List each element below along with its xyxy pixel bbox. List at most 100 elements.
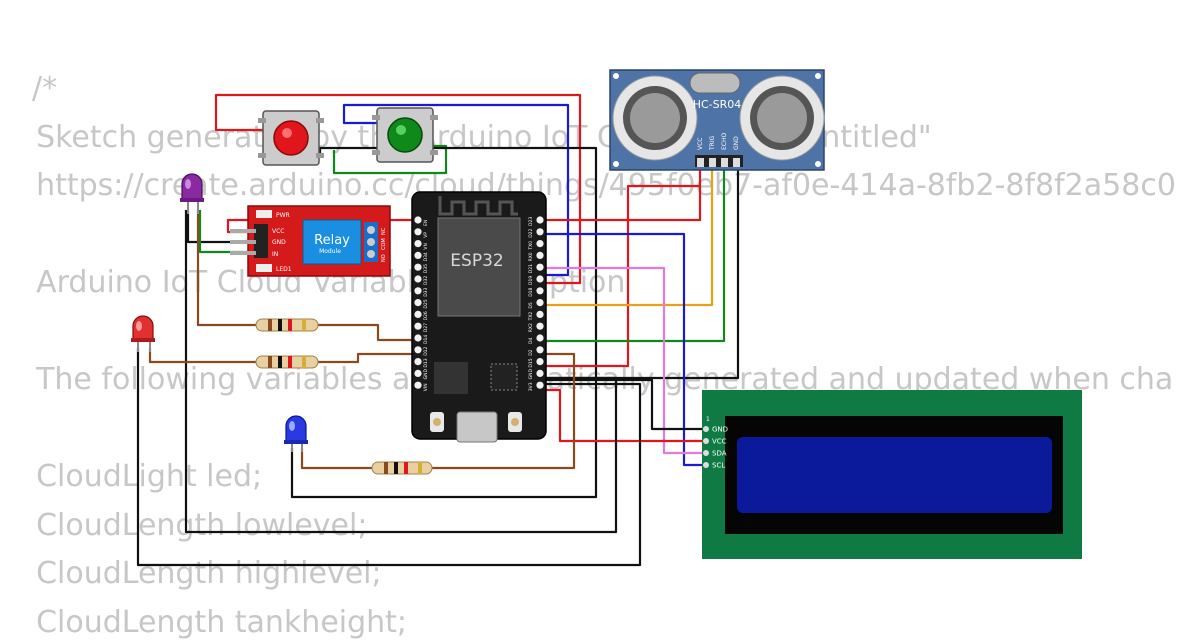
wire [540,378,706,431]
lcd-pin-number: 1 [706,416,710,423]
wire [540,266,706,455]
esp32-pin-label: D5 [528,302,534,308]
wire [290,146,598,499]
esp32-pin [414,287,422,295]
wire [148,348,256,364]
esp32-pin-label: D27 [423,323,429,332]
esp32-right-header: D23D22TX0RX0D21D19D18D5TX2RX2D4D2D15GND3… [528,216,544,391]
wire [342,103,570,277]
esp32-pin [536,358,544,366]
esp32-pin [414,263,422,271]
relay-led-label: LED1 [276,266,292,273]
esp32-pin-label: D32 [423,276,429,285]
esp32-pin-label: D2 [528,349,534,355]
esp32-pin-label: D21 [528,264,534,273]
ultrasonic-pin-label: VCC [697,138,704,150]
purple-led [180,173,204,214]
esp32-pin-label: GND [528,369,534,380]
esp32-pin-label: VN [423,243,429,249]
relay-pin-label: IN [272,251,278,258]
wire [196,210,256,327]
relay-subtitle: Module [319,248,341,255]
wire [432,352,576,470]
green-push-button[interactable] [372,107,438,163]
esp32-pin-label: D14 [423,335,429,344]
esp32-pin-label: TX0 [528,241,534,251]
wire [184,210,618,534]
esp32-pin [536,346,544,354]
esp32-pin-label: TX2 [528,312,534,322]
wire [214,93,582,285]
esp32-pin [536,334,544,342]
esp32-pin [414,358,422,366]
esp32-pin-label: D22 [528,228,534,237]
esp32-pin [414,216,422,224]
esp32-left-header: ENVPVND34D35D32D33D25D26D27D14D12D13GNDV… [414,216,429,391]
esp32-pin [536,263,544,271]
resistor [255,355,319,369]
esp32-pin-label: D23 [528,217,534,226]
esp32-pin-label: D13 [423,358,429,367]
esp32-pin-label: D12 [423,346,429,355]
code-line: /* [32,71,58,106]
wire [318,352,414,364]
esp32-pin [536,299,544,307]
esp32-pin-label: D15 [528,358,534,367]
esp32-pin-label: D25 [423,299,429,308]
blue-led [284,415,308,452]
esp32-pin-label: D26 [423,311,429,320]
resistor [371,461,433,475]
resistor [255,318,319,332]
esp32-pin [414,299,422,307]
esp32-pin [536,369,544,377]
relay-terminal-label: NO [381,254,387,262]
esp32-pin [414,228,422,236]
esp32-pin [414,381,422,389]
esp32-pin [414,240,422,248]
ultrasonic-sensor: HC-SR04 VCC TRIG ECHO GND [609,69,825,171]
code-line: https://create.arduino.cc/cloud/things/4… [17,168,1176,203]
relay-pwr-label: PWR [276,212,290,219]
code-line: CloudLight led; [17,459,263,494]
wire [540,388,706,443]
esp32-pin [414,275,422,283]
lcd-pin-label: SCL [712,462,725,470]
esp32-pin [536,275,544,283]
wire [332,144,448,175]
ultrasonic-pin-label: GND [733,136,740,150]
relay-pin-label: GND [272,239,286,246]
esp32-pin [414,334,422,342]
esp32-pin [536,251,544,259]
wire [540,167,702,368]
esp32-pin-label: D4 [528,338,534,344]
esp32-pin [536,381,544,389]
wire [540,167,740,380]
ultrasonic-transducer-left [612,75,698,161]
esp32-pin-label: D33 [423,287,429,296]
esp32-pin [414,310,422,318]
esp32-pin [536,287,544,295]
relay-module: PWR LED1 VCC GND IN Relay Module NO COM … [230,205,391,277]
lcd-pin [703,462,709,468]
esp32-pin [536,216,544,224]
ultrasonic-pin-label: TRIG [709,135,716,151]
esp32-pin-label: D35 [423,264,429,273]
wire [540,232,706,467]
esp32-pin-label: VP [423,232,429,238]
relay-terminal-label: NC [381,227,387,235]
esp32-pin-label: VIN [423,383,429,391]
code-line: CloudLength lowlevel; [17,507,368,543]
ultrasonic-transducer-right [739,75,825,161]
wire [540,167,714,307]
esp32-pin-label: D34 [423,252,429,261]
lcd-pin [703,450,709,456]
ultrasonic-name: HC-SR04 [693,98,742,111]
wire [318,323,414,342]
lcd-pin [703,438,709,444]
wire [136,348,642,567]
red-push-button[interactable] [258,110,324,166]
esp32-pin [536,240,544,248]
relay-terminal-label: COM [381,238,387,250]
